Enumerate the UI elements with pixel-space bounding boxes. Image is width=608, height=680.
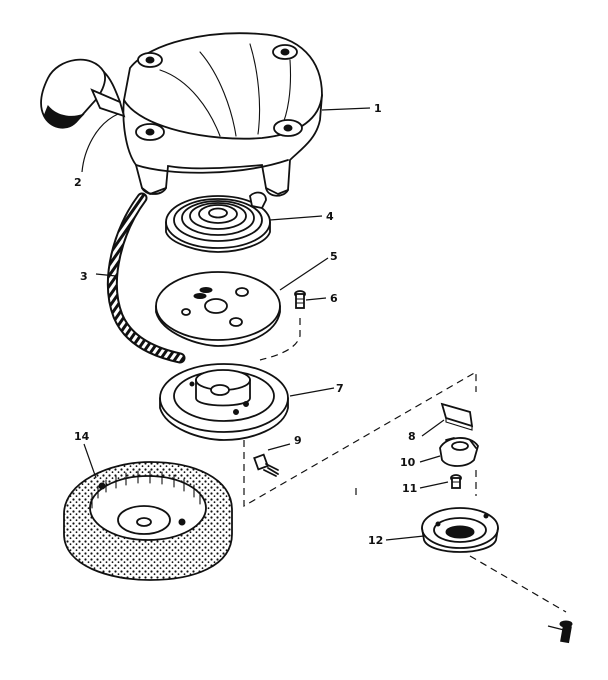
label-flywheel-screen: 14 [74,430,90,443]
leader-lines [81,107,565,631]
label-retainer-screw: 11 [402,482,417,495]
label-handle: 2 [74,176,82,189]
starter-cup [421,507,499,553]
cover-screw [294,290,306,309]
starter-handle [40,58,126,129]
label-screw: 6 [330,292,338,305]
retainer [439,437,479,467]
label-pawl: 8 [408,430,416,443]
label-pawl-screw: 9 [294,434,302,447]
label-spring: 4 [326,210,334,223]
mounting-bolt [559,620,573,644]
assembly-lines [243,318,567,613]
pawl [440,402,474,431]
starter-housing [122,32,323,197]
flywheel-screen [63,461,233,581]
retainer-screw [450,474,462,489]
starter-pulley [159,363,289,441]
spring-cover-plate [155,271,281,347]
label-starter-cup: 12 [368,534,383,547]
pawl-screw [253,453,279,477]
recoil-spring [165,191,271,253]
label-retainer: 10 [400,456,416,469]
label-housing: 1 [374,102,382,115]
label-pulley: 7 [336,382,344,395]
label-spring-cover: 5 [330,250,338,263]
label-rope: 3 [80,270,88,283]
starter-rope [106,192,186,364]
